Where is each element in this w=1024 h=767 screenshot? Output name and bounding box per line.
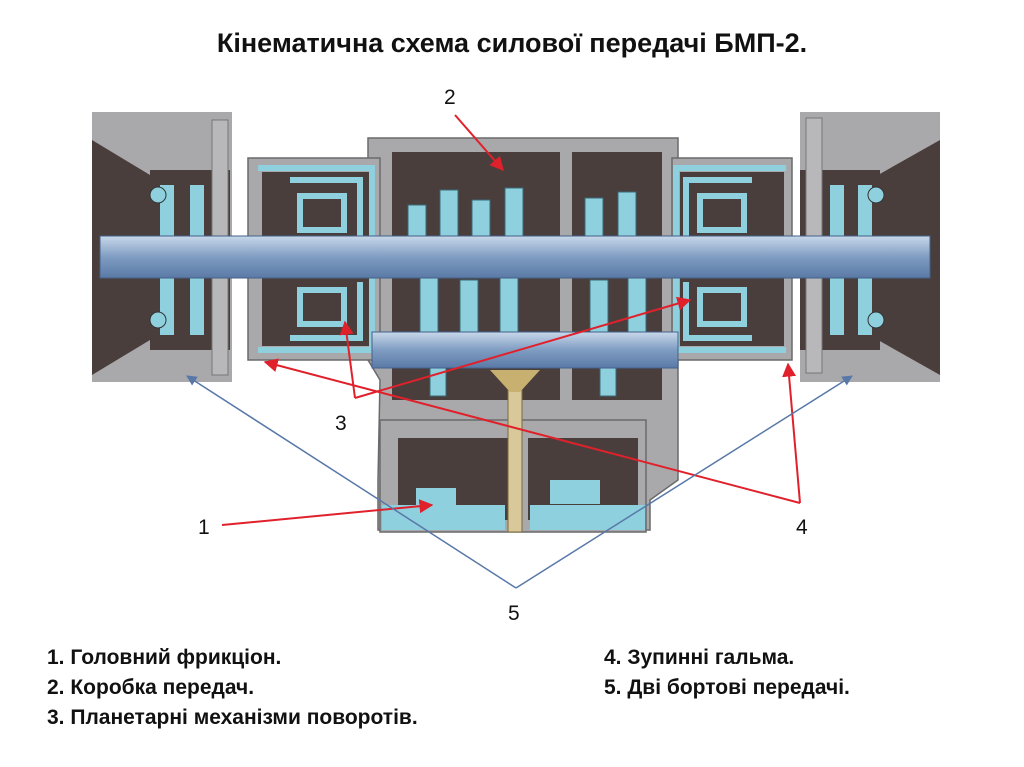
leader-4b bbox=[782, 362, 801, 504]
callout-5: 5 bbox=[508, 602, 520, 625]
blue-leaders bbox=[186, 375, 853, 589]
leader-2 bbox=[454, 114, 504, 172]
leader-5a bbox=[186, 375, 517, 589]
legend-left: 1. Головний фрикціон. 2. Коробка передач… bbox=[47, 643, 418, 733]
page-title: Кінематична схема силової передачі БМП-2… bbox=[216, 28, 808, 58]
lower-shaft bbox=[371, 331, 679, 369]
leader-1 bbox=[221, 499, 434, 526]
red-leaders bbox=[221, 114, 801, 526]
callout-3: 3 bbox=[335, 412, 347, 435]
legend-item: 3. Планетарні механізми поворотів. bbox=[47, 706, 418, 729]
leader-4a bbox=[263, 358, 801, 504]
legend-item: 4. Зупинні гальма. bbox=[604, 646, 795, 669]
mechanism-drawing bbox=[92, 112, 940, 533]
legend-item: 5. Дві бортові передачі. bbox=[604, 676, 850, 699]
leader-3b bbox=[354, 296, 692, 399]
callout-2: 2 bbox=[444, 86, 456, 109]
left-planetary-mechanism bbox=[258, 165, 375, 353]
main-shaft bbox=[99, 235, 931, 279]
leader-5b bbox=[515, 375, 853, 589]
callout-4: 4 bbox=[796, 516, 808, 539]
main-clutch-assembly bbox=[379, 370, 647, 533]
callout-1: 1 bbox=[198, 516, 210, 539]
legend-right: 4. Зупинні гальма. 5. Дві бортові переда… bbox=[604, 643, 850, 703]
legend-item: 2. Коробка передач. bbox=[47, 676, 255, 699]
legend-item: 1. Головний фрикціон. bbox=[47, 646, 282, 669]
